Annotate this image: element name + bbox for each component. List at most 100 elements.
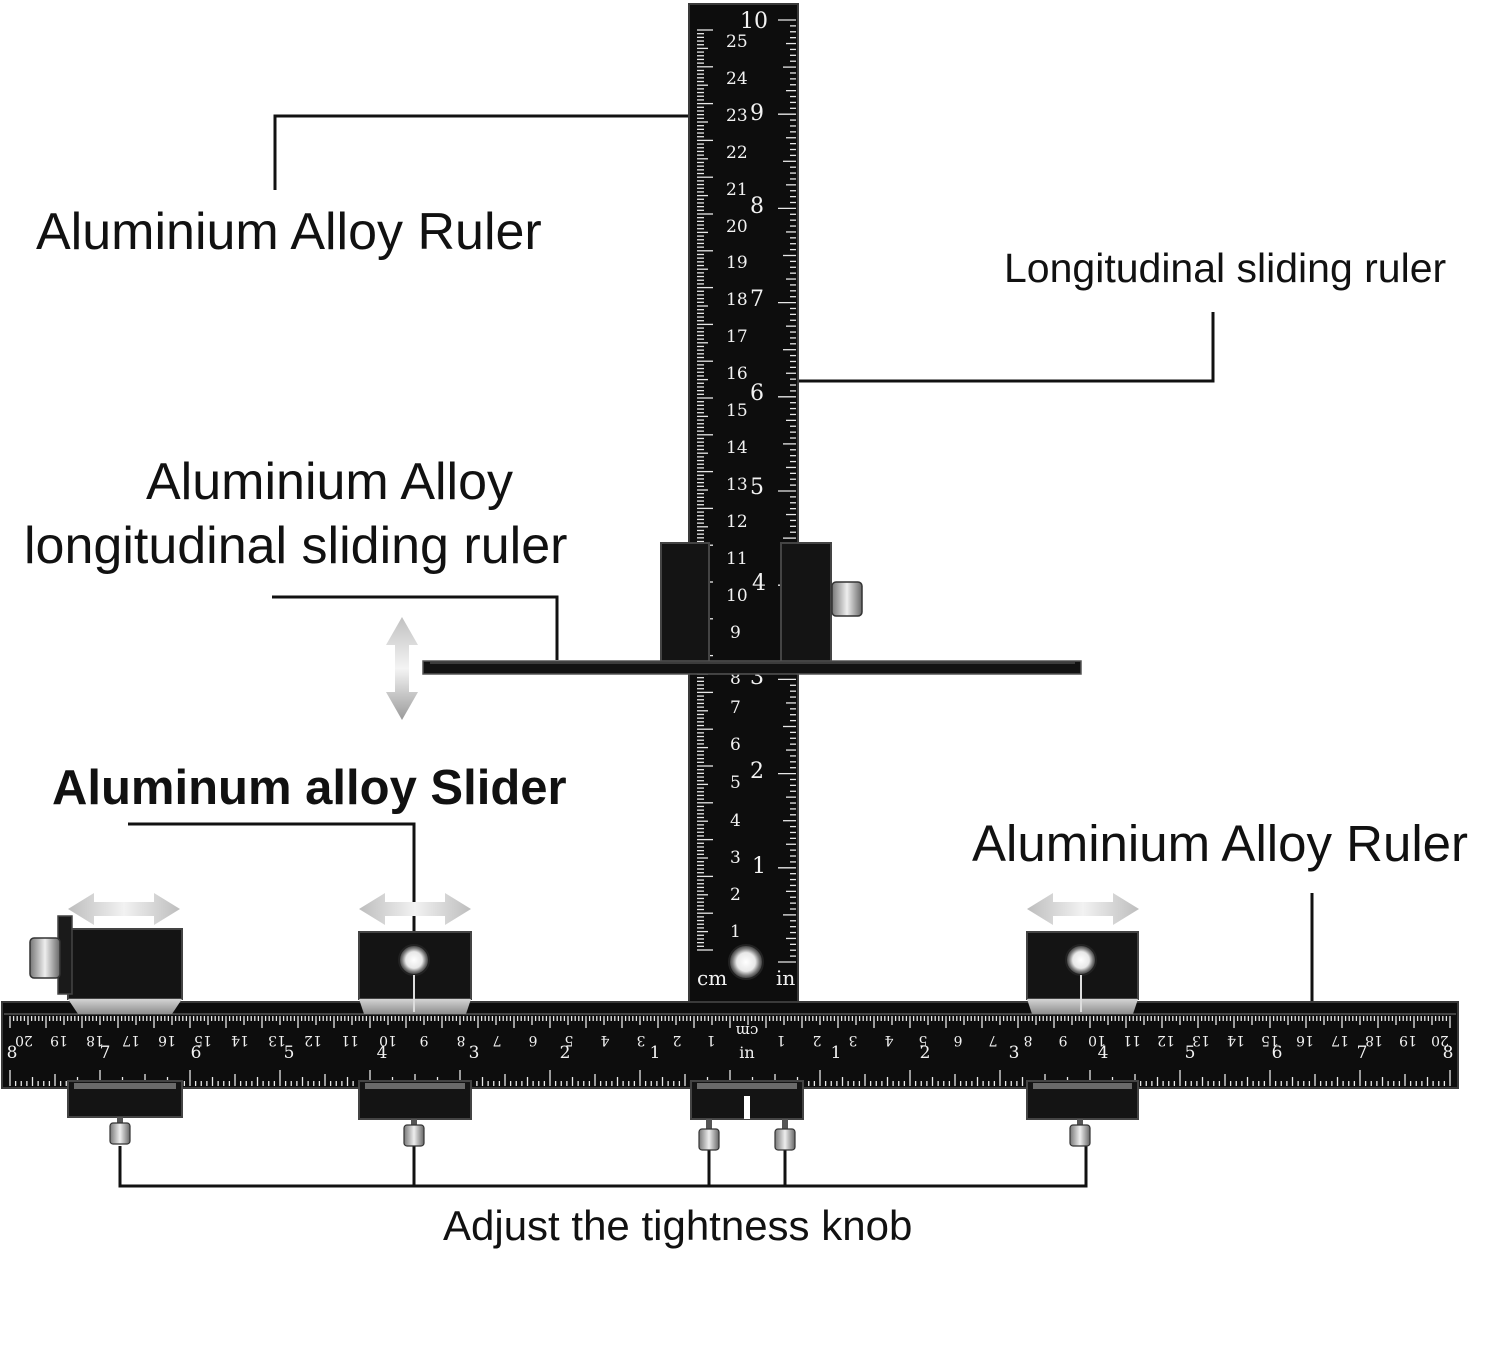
h-cm-label: 17 bbox=[122, 1032, 140, 1048]
v-cm-label: 1 bbox=[730, 922, 741, 942]
h-cm-label: 6 bbox=[953, 1032, 962, 1048]
h-cm-label: 18 bbox=[86, 1032, 104, 1048]
h-cm-label: 15 bbox=[1261, 1032, 1279, 1048]
vertical-ruler-screw-hole bbox=[728, 944, 764, 980]
v-in-label: 1 bbox=[752, 854, 766, 879]
horizontal-in-labels: 8 7 6 5 4 3 2 1 1 2 3 4 5 6 7 8 bbox=[7, 1043, 1454, 1063]
h-cm-label: 9 bbox=[420, 1032, 429, 1048]
leader-sliding-ruler bbox=[272, 595, 559, 660]
h-cm-label: 14 bbox=[231, 1032, 249, 1048]
slider-block-left bbox=[660, 542, 710, 663]
v-cm-label: 25 bbox=[726, 32, 748, 52]
slider-right-hole bbox=[1065, 944, 1097, 976]
h-cm-label: 15 bbox=[194, 1032, 212, 1048]
h-cm-label: 19 bbox=[1399, 1032, 1417, 1048]
leader-lines bbox=[118, 114, 1314, 1188]
h-cm-label: 6 bbox=[528, 1032, 537, 1048]
h-cm-label: 5 bbox=[919, 1032, 928, 1048]
h-in-label: 4 bbox=[377, 1043, 388, 1063]
h-cm-label: 8 bbox=[1024, 1032, 1033, 1048]
h-in-label: 5 bbox=[1185, 1043, 1196, 1063]
h-in-label: 8 bbox=[7, 1043, 18, 1063]
v-cm-label: 9 bbox=[730, 623, 741, 643]
h-cm-label: 17 bbox=[1331, 1032, 1349, 1048]
h-cm-label: 2 bbox=[673, 1032, 682, 1048]
h-cm-label: 16 bbox=[1296, 1032, 1314, 1048]
h-cm-label: 10 bbox=[379, 1032, 397, 1048]
h-cm-label: 12 bbox=[1157, 1032, 1175, 1048]
v-in-label: 4 bbox=[752, 571, 766, 596]
sliding-ruler-assembly bbox=[422, 542, 1082, 675]
label-aluminum-alloy-slider: Aluminum alloy Slider bbox=[52, 761, 567, 815]
h-cm-label: 13 bbox=[1192, 1032, 1210, 1048]
v-cm-label: 16 bbox=[726, 364, 748, 384]
v-cm-label: 3 bbox=[730, 848, 741, 868]
h-cm-label: 4 bbox=[884, 1032, 893, 1048]
v-in-label: 2 bbox=[750, 759, 764, 784]
h-in-label: 1 bbox=[650, 1043, 661, 1063]
knob-icon bbox=[1069, 1119, 1091, 1147]
knob-icon bbox=[774, 1119, 796, 1151]
h-cm-label: 7 bbox=[989, 1032, 998, 1048]
h-cm-label: 20 bbox=[15, 1032, 33, 1048]
h-cm-label: 10 bbox=[1088, 1032, 1106, 1048]
h-cm-label: 3 bbox=[849, 1032, 858, 1048]
h-cm-label: 18 bbox=[1365, 1032, 1383, 1048]
v-in-label: 6 bbox=[750, 381, 764, 406]
v-cm-label: 13 bbox=[726, 475, 748, 495]
knob-icon bbox=[109, 1117, 131, 1145]
h-cm-label: 1 bbox=[707, 1032, 716, 1048]
h-cm-label: 5 bbox=[565, 1032, 574, 1048]
slider-block-right bbox=[780, 542, 832, 663]
h-in-label: 6 bbox=[191, 1043, 202, 1063]
label-sliding-ruler-line2: longitudinal sliding ruler bbox=[24, 517, 568, 575]
h-cm-unit: cm bbox=[736, 1022, 759, 1040]
slider-right bbox=[1026, 931, 1139, 1120]
v-in-label: 10 bbox=[740, 9, 768, 34]
leader-top-ruler bbox=[273, 114, 705, 190]
v-cm-unit: cm bbox=[697, 966, 727, 990]
h-in-label: 2 bbox=[560, 1043, 571, 1063]
v-cm-label: 4 bbox=[730, 811, 741, 831]
h-in-label: 4 bbox=[1098, 1043, 1109, 1063]
h-cm-label: 14 bbox=[1227, 1032, 1245, 1048]
h-in-label: 1 bbox=[831, 1043, 842, 1063]
vertical-in-labels: 10 9 8 7 6 5 4 3 2 1 bbox=[740, 9, 768, 879]
h-in-label: 2 bbox=[920, 1043, 931, 1063]
v-cm-label: 18 bbox=[726, 290, 748, 310]
vertical-cm-labels: 25 24 23 22 21 20 19 18 17 16 15 14 13 1… bbox=[726, 32, 748, 942]
h-in-label: 7 bbox=[1357, 1043, 1368, 1063]
center-clamp bbox=[690, 1080, 804, 1120]
slider-side-knob bbox=[831, 581, 863, 617]
h-in-label: 3 bbox=[1009, 1043, 1020, 1063]
v-in-label: 7 bbox=[750, 287, 764, 312]
slider-left-knob bbox=[29, 937, 61, 979]
v-cm-label: 10 bbox=[726, 586, 748, 606]
double-arrow-vertical-icon bbox=[386, 617, 418, 720]
double-arrow-horizontal-icon bbox=[68, 893, 180, 925]
label-sliding-ruler-line1: Aluminium Alloy bbox=[146, 453, 514, 511]
v-cm-label: 15 bbox=[726, 401, 748, 421]
h-cm-label: 4 bbox=[600, 1032, 609, 1048]
v-in-label: 5 bbox=[750, 475, 764, 500]
motion-arrows bbox=[68, 617, 1139, 925]
h-in-label: 8 bbox=[1443, 1043, 1454, 1063]
v-cm-label: 22 bbox=[726, 143, 748, 163]
v-cm-label: 19 bbox=[726, 253, 748, 273]
v-cm-label: 7 bbox=[730, 698, 741, 718]
horizontal-cm-labels: 20 19 18 17 16 15 14 13 12 11 10 9 8 7 6… bbox=[15, 1032, 1449, 1048]
v-cm-label: 21 bbox=[726, 180, 748, 200]
h-in-label: 6 bbox=[1272, 1043, 1283, 1063]
knob-icon bbox=[403, 1119, 425, 1147]
horizontal-sliding-bar bbox=[422, 660, 1082, 675]
slider-middle-hole bbox=[398, 944, 430, 976]
v-cm-label: 17 bbox=[726, 327, 748, 347]
h-cm-label: 11 bbox=[1123, 1032, 1141, 1048]
double-arrow-horizontal-icon bbox=[1027, 893, 1139, 925]
h-in-label: 5 bbox=[284, 1043, 295, 1063]
label-longitudinal-sliding-ruler: Longitudinal sliding ruler bbox=[1004, 245, 1447, 291]
h-cm-label: 8 bbox=[457, 1032, 466, 1048]
h-cm-label: 11 bbox=[341, 1032, 359, 1048]
h-in-label: 7 bbox=[100, 1043, 111, 1063]
